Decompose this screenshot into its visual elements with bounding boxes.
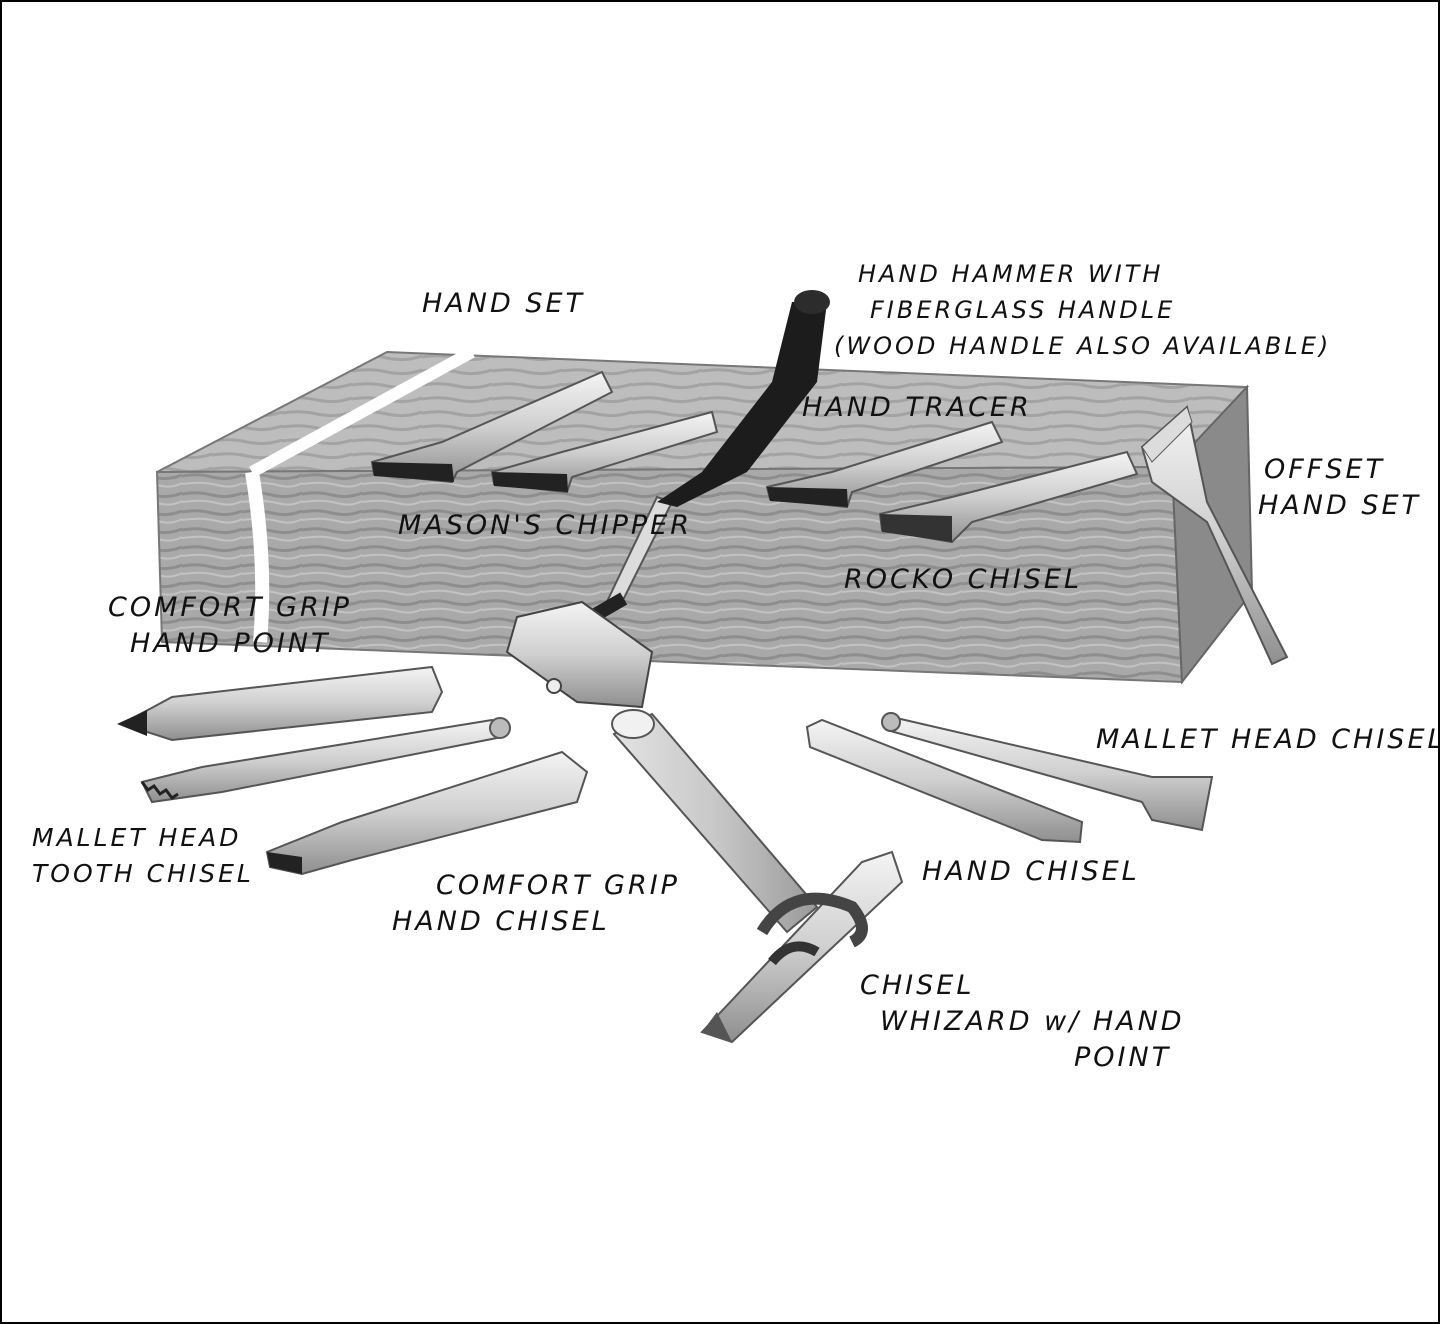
- offset-hand-set-tool: [1140, 405, 1289, 666]
- hand-hammer-tool: [505, 290, 830, 709]
- hand-chisel-tool: [805, 718, 1084, 844]
- label-hand-tracer: HAND TRACER: [802, 392, 1032, 423]
- label-comfort-grip-hand-chisel: COMFORT GRIP HAND CHISEL: [392, 870, 680, 937]
- label-offset-hand-set: OFFSET HAND SET: [1258, 454, 1422, 521]
- masons-chipper-tool: [490, 410, 719, 494]
- chisel-whizard-tool: [611, 709, 904, 1044]
- comfort-grip-hand-chisel-tool: [265, 750, 589, 876]
- label-masons-chipper: MASON'S CHIPPER: [398, 510, 692, 541]
- label-rocko-chisel: ROCKO CHISEL: [844, 564, 1083, 595]
- label-hand-chisel: HAND CHISEL: [922, 856, 1140, 887]
- mallet-head-tooth-chisel-tool: [140, 717, 511, 804]
- label-hand-set: HAND SET: [422, 288, 586, 319]
- mallet-head-chisel-tool: [881, 712, 1214, 832]
- label-mallet-head-tooth-chisel: MALLET HEAD TOOTH CHISEL: [32, 823, 254, 888]
- rocko-chisel-tool: [878, 450, 1139, 544]
- comfort-grip-hand-point-tool: [117, 665, 444, 742]
- hand-tracer-tool: [765, 420, 1004, 509]
- hand-set-tool: [370, 370, 614, 484]
- label-mallet-head-chisel: MALLET HEAD CHISEL: [1096, 724, 1440, 755]
- label-chisel-whizard: CHISEL WHIZARD w/ HAND POINT: [860, 970, 1185, 1073]
- label-hand-hammer: HAND HAMMER WITH FIBERGLASS HANDLE (WOOD…: [834, 260, 1332, 360]
- label-comfort-grip-hand-point: COMFORT GRIP HAND POINT: [108, 592, 352, 659]
